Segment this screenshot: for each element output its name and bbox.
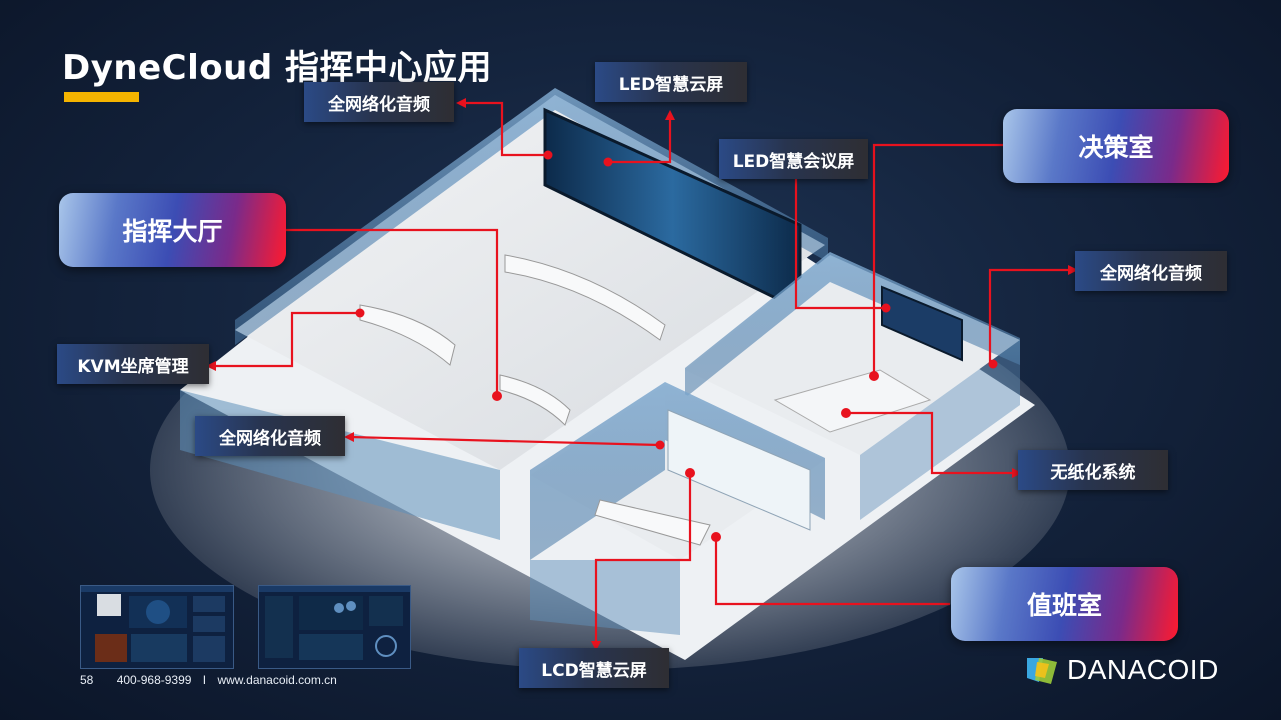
decision-room-left-wall bbox=[685, 252, 830, 398]
console-left bbox=[359, 304, 456, 366]
brand-name: DANACOID bbox=[1067, 654, 1219, 685]
duty-room-left-wall bbox=[530, 382, 665, 560]
line-paperless bbox=[846, 411, 1016, 475]
room-label-decision-room: 决策室 bbox=[1003, 109, 1229, 183]
line-led-meeting bbox=[794, 170, 886, 310]
dashboard-thumbnail-1 bbox=[80, 585, 234, 669]
command-hall-left-wall bbox=[235, 88, 555, 345]
room-label-duty-room: 值班室 bbox=[951, 567, 1178, 641]
label-network-audio-right: 全网络化音频 bbox=[1075, 251, 1227, 291]
label-lcd-cloud-screen: LCD智慧云屏 bbox=[519, 648, 669, 688]
line-kvm bbox=[212, 311, 360, 368]
meeting-table bbox=[773, 369, 932, 433]
console-front bbox=[499, 374, 571, 426]
duty-room-front-wall bbox=[530, 560, 680, 635]
line-lcd-cloud bbox=[594, 473, 692, 645]
danacoid-logo-icon bbox=[1027, 658, 1057, 684]
line-command-hall bbox=[286, 228, 499, 396]
title-underline bbox=[64, 92, 139, 102]
website-link[interactable]: www.danacoid.com.cn bbox=[217, 673, 337, 687]
label-kvm-seat-management: KVM坐席管理 bbox=[57, 344, 209, 384]
room-label-command-hall: 指挥大厅 bbox=[59, 193, 286, 267]
line-decision-room bbox=[872, 143, 1005, 376]
duty-room-lcd-wall bbox=[667, 409, 811, 531]
label-network-audio-top: 全网络化音频 bbox=[304, 82, 454, 122]
leader-dots bbox=[355, 150, 998, 542]
line-audio-top bbox=[462, 101, 548, 157]
duty-desk bbox=[594, 499, 711, 546]
line-led-cloud bbox=[608, 115, 672, 164]
label-network-audio-mid: 全网络化音频 bbox=[195, 416, 345, 456]
console-main bbox=[504, 254, 666, 341]
brand-logo: DANACOID bbox=[1025, 654, 1219, 686]
line-duty-room bbox=[714, 537, 950, 606]
line-audio-mid bbox=[349, 435, 661, 447]
footer: 58 400-968-9399 I www.danacoid.com.cn bbox=[80, 673, 357, 687]
label-led-meeting-screen: LED智慧会议屏 bbox=[719, 139, 868, 179]
meeting-led-screen bbox=[881, 285, 963, 362]
label-led-cloud-screen: LED智慧云屏 bbox=[595, 62, 747, 102]
footer-separator: I bbox=[202, 673, 207, 687]
phone-number: 400-968-9399 bbox=[116, 673, 192, 687]
page-title: DyneCloud 指挥中心应用 bbox=[62, 48, 492, 88]
decision-room-side-wall bbox=[860, 340, 1020, 520]
page-number: 58 bbox=[80, 673, 94, 687]
label-paperless-system: 无纸化系统 bbox=[1018, 450, 1168, 490]
dashboard-thumbnail-2 bbox=[258, 585, 411, 669]
